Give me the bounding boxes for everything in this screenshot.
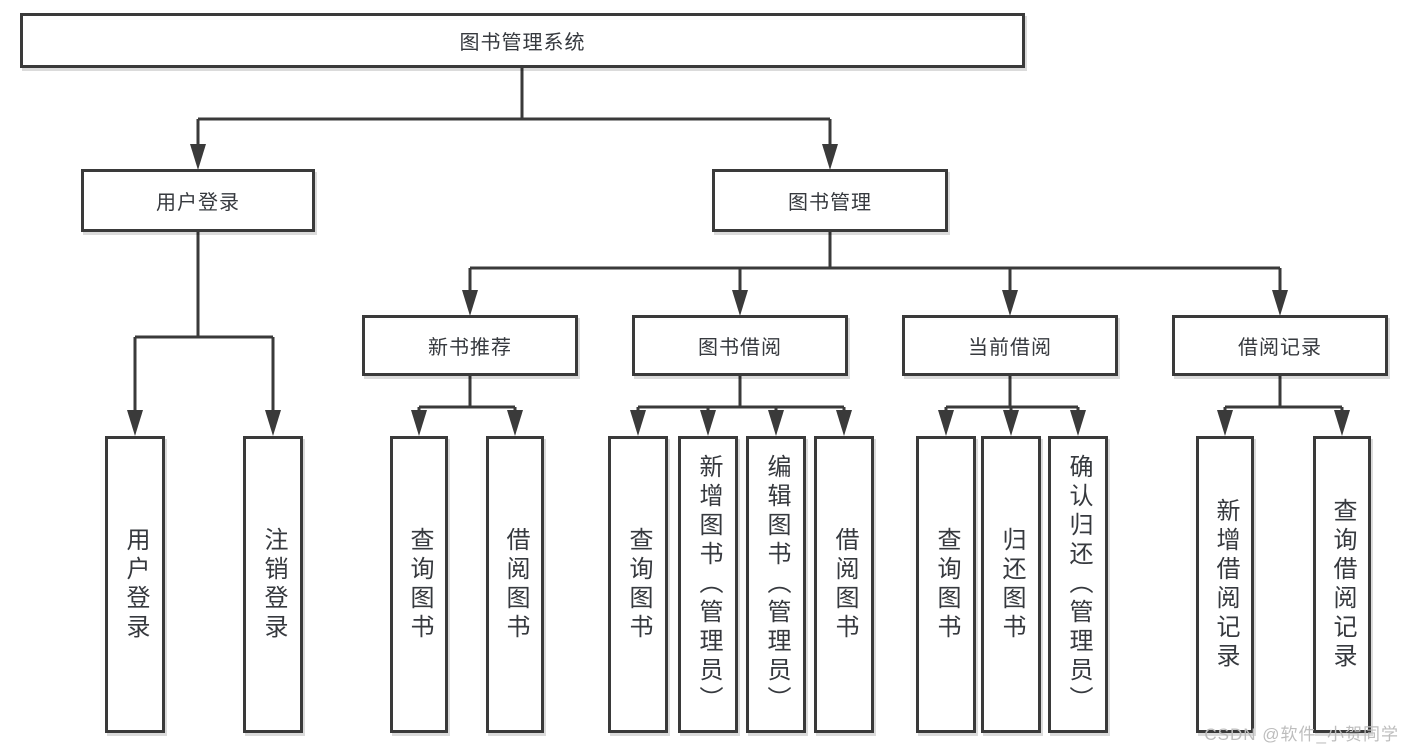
leaf-borrow-books-label: 借阅图书 [831,526,858,643]
csdn-watermark: CSDN @软件_小贺同学 [1204,725,1399,744]
node-book-borrow: 图书借阅 [632,315,848,376]
arrowhead [190,144,206,170]
arrowhead [507,410,523,436]
node-user-login: 用户登录 [81,169,315,232]
connector-book-mgmt-branch [468,232,1282,294]
leaf-recommend-borrow-books-label: 借阅图书 [502,526,529,643]
node-root-label: 图书管理系统 [459,32,586,54]
node-new-book-recommend: 新书推荐 [362,315,578,376]
leaf-recommend-query-books: 查询图书 [390,436,448,733]
arrowhead [265,410,281,436]
node-borrow-records-label: 借阅记录 [1238,337,1322,359]
arrowhead [938,410,954,436]
arrowhead [822,144,838,170]
leaf-recommend-borrow-books: 借阅图书 [486,436,544,733]
leaf-query-borrow-record: 查询借阅记录 [1313,436,1371,733]
arrowhead [1272,290,1288,316]
leaf-logout-label: 注销登录 [260,526,287,643]
connector-current-borrow-branch [944,376,1080,413]
leaf-recommend-query-books-label: 查询图书 [406,526,433,643]
leaf-add-borrow-record: 新增借阅记录 [1196,436,1254,733]
arrowhead [1334,410,1350,436]
arrowhead [411,410,427,436]
connector-user-login-branch [133,232,275,413]
arrowhead [732,290,748,316]
leaf-confirm-return-admin: 确认归还（管理员） [1048,436,1108,733]
node-borrow-records: 借阅记录 [1172,315,1388,376]
node-new-book-recommend-label: 新书推荐 [428,337,512,359]
arrowhead [630,410,646,436]
leaf-current-query-books: 查询图书 [916,436,976,733]
node-book-borrow-label: 图书借阅 [698,337,782,359]
arrowhead [462,290,478,316]
leaf-add-books-admin-label: 新增图书（管理员） [695,454,722,715]
leaf-user-login-label: 用户登录 [122,526,149,643]
connector-root-trunk [196,68,832,148]
node-current-borrow-label: 当前借阅 [968,337,1052,359]
arrowhead [836,410,852,436]
leaf-borrow-query-books-label: 查询图书 [625,526,652,643]
node-book-mgmt: 图书管理 [712,169,948,232]
arrowhead [1217,410,1233,436]
leaf-edit-books-admin: 编辑图书（管理员） [746,436,806,733]
node-current-borrow: 当前借阅 [902,315,1118,376]
arrowhead [1003,410,1019,436]
leaf-borrow-books: 借阅图书 [814,436,874,733]
node-user-login-label: 用户登录 [156,192,240,214]
leaf-logout: 注销登录 [243,436,303,733]
leaf-add-books-admin: 新增图书（管理员） [678,436,738,733]
arrowhead [127,410,143,436]
leaf-borrow-query-books: 查询图书 [608,436,668,733]
arrowhead [1002,290,1018,316]
leaf-current-query-books-label: 查询图书 [933,526,960,643]
arrowhead [700,410,716,436]
arrowhead [768,410,784,436]
connector-borrow-records-branch [1223,376,1344,413]
leaf-user-login: 用户登录 [105,436,165,733]
leaf-edit-books-admin-label: 编辑图书（管理员） [763,454,790,715]
leaf-query-borrow-record-label: 查询借阅记录 [1329,497,1356,672]
leaf-add-borrow-record-label: 新增借阅记录 [1212,497,1239,672]
node-book-mgmt-label: 图书管理 [788,192,872,214]
connector-new-book-branch [417,376,517,413]
connector-book-borrow-branch [636,376,846,413]
leaf-return-books-label: 归还图书 [998,526,1025,643]
leaf-confirm-return-admin-label: 确认归还（管理员） [1065,454,1092,715]
arrowhead [1070,410,1086,436]
leaf-return-books: 归还图书 [981,436,1041,733]
node-root: 图书管理系统 [20,13,1025,68]
